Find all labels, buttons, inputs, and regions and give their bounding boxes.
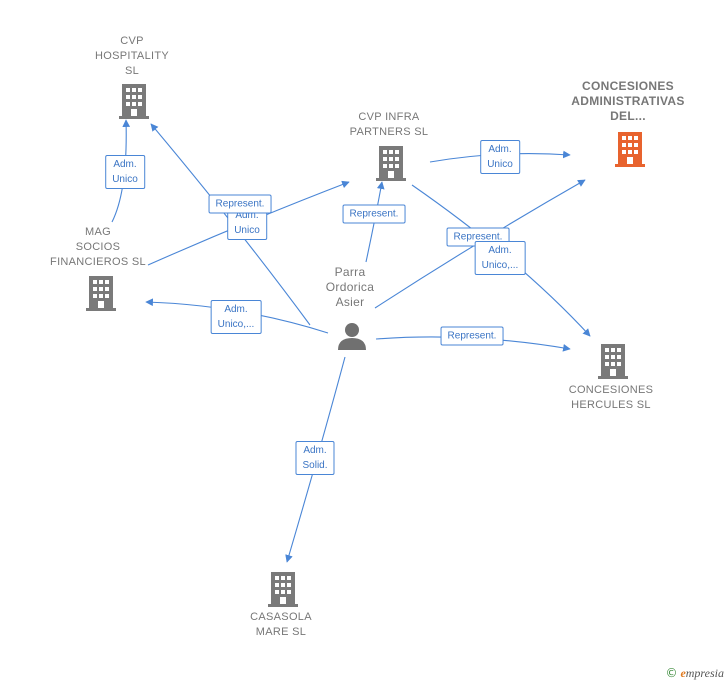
- edge-label-parra-to-hercules[interactable]: Represent.: [440, 326, 504, 346]
- edge-label-parra-to-hospitality[interactable]: Represent.: [208, 194, 272, 214]
- copyright-icon: ©: [665, 666, 678, 680]
- building-icon-highlight[interactable]: [615, 132, 645, 167]
- person-icon[interactable]: [338, 323, 366, 350]
- empresia-logo-text: mpresia: [685, 666, 724, 680]
- node-label-concesiones-hercules[interactable]: CONCESIONES HERCULES SL: [568, 384, 654, 411]
- node-label-mag-socios[interactable]: MAG SOCIOS FINANCIEROS SL: [50, 226, 146, 268]
- empresia-credit: © empresia: [665, 666, 724, 681]
- edge-label-parra-to-admin[interactable]: Adm. Unico,...: [474, 241, 526, 275]
- edge-label-parra-to-infra[interactable]: Represent.: [342, 204, 406, 224]
- building-icon[interactable]: [86, 276, 116, 311]
- building-icon[interactable]: [119, 84, 149, 119]
- node-label-concesiones-administrativas[interactable]: CONCESIONES ADMINISTRATIVAS DEL...: [571, 79, 685, 123]
- edge-label-mag-to-hospitality[interactable]: Adm. Unico: [105, 155, 145, 189]
- edge-label-infra-to-admin[interactable]: Adm. Unico: [480, 140, 520, 174]
- building-icon[interactable]: [376, 146, 406, 181]
- node-label-casasola-mare[interactable]: CASASOLA MARE SL: [250, 611, 312, 638]
- edge-label-parra-to-mag[interactable]: Adm. Unico,...: [210, 300, 262, 334]
- building-icon[interactable]: [268, 572, 298, 607]
- building-icon[interactable]: [598, 344, 628, 379]
- node-label-cvp-infra[interactable]: CVP INFRA PARTNERS SL: [349, 111, 429, 138]
- node-label-cvp-hospitality[interactable]: CVP HOSPITALITY SL: [95, 35, 169, 77]
- node-label-parra-ordorica-asier[interactable]: Parra Ordorica Asier: [325, 265, 375, 309]
- empresia-logo-e: e: [680, 666, 686, 680]
- edge-label-parra-to-casasola[interactable]: Adm. Solid.: [295, 441, 335, 475]
